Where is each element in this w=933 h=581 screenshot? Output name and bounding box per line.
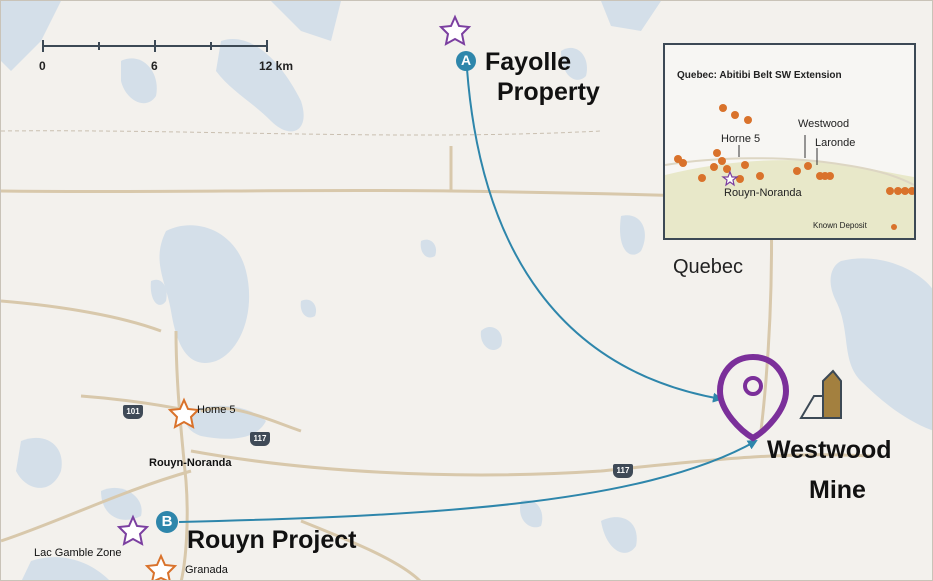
rouyn-project-label: Rouyn Project	[187, 526, 357, 554]
inset-title: Quebec: Abitibi Belt SW Extension	[677, 70, 842, 81]
rouyn-noranda-label: Rouyn-Noranda	[149, 457, 232, 469]
highway-shield-117-east: 117	[613, 464, 633, 478]
inset-label-laronde: Laronde	[815, 137, 856, 149]
deposit-star-icons	[144, 397, 201, 580]
project-star-icons	[116, 14, 472, 546]
home5-label: Home 5	[197, 404, 236, 416]
deposit-dot	[736, 175, 744, 183]
deposit-dot	[908, 187, 914, 195]
scale-label-0: 0	[39, 59, 46, 73]
star-icon	[721, 170, 739, 187]
marker-letter-b: B	[161, 513, 173, 530]
deposit-dot	[894, 187, 902, 195]
deposit-dot	[713, 149, 721, 157]
quebec-label: Quebec	[673, 256, 744, 278]
mine-headframe-icon	[799, 369, 842, 419]
deposit-dot	[719, 104, 727, 112]
inset-legend-label: Known Deposit	[813, 221, 867, 230]
deposit-dot	[718, 157, 726, 165]
scale-label-6: 6	[151, 59, 158, 73]
legend-deposit-dot	[891, 224, 897, 230]
inset-leader-lines	[738, 135, 818, 165]
inset-map-canvas	[665, 104, 914, 238]
highway-shield-117: 117	[250, 432, 270, 446]
marker-letter-a: A	[460, 52, 472, 68]
site-marker-b	[156, 511, 178, 533]
star-icon	[116, 514, 150, 546]
inset-map: Quebec: Abitibi Belt SW Extension Horne …	[663, 43, 916, 240]
deposit-dot	[741, 161, 749, 169]
deposit-dot	[744, 116, 752, 124]
deposit-dot	[756, 172, 764, 180]
route-arrow-fayolle	[466, 68, 723, 403]
star-icon	[167, 397, 201, 429]
fayolle-label-line1: Fayolle	[485, 48, 572, 76]
westwood-label-line2: Mine	[809, 476, 866, 504]
deposit-dot	[731, 111, 739, 119]
lac-gamble-label: Lac Gamble Zone	[34, 547, 122, 559]
deposit-dot	[804, 162, 812, 170]
scale-label-12: 12 km	[259, 59, 294, 73]
westwood-label-line1: Westwood	[767, 436, 892, 464]
inset-label-westwood: Westwood	[798, 118, 850, 130]
deposit-dots	[674, 104, 914, 230]
star-icon	[144, 553, 178, 580]
highway-shield-101: 101	[123, 405, 143, 419]
scale-bar	[42, 40, 268, 52]
granada-label: Granada	[185, 564, 228, 576]
deposit-dot	[793, 167, 801, 175]
star-icon	[438, 14, 472, 46]
site-marker-a	[456, 51, 476, 71]
deposit-dot	[886, 187, 894, 195]
inset-label-rouyn-noranda: Rouyn-Noranda	[724, 187, 802, 199]
fayolle-label-line2: Property	[497, 78, 600, 106]
deposit-dot	[698, 174, 706, 182]
deposit-dot	[901, 187, 909, 195]
deposit-dot	[826, 172, 834, 180]
deposit-dot	[710, 163, 718, 171]
location-pin-icon	[716, 353, 790, 442]
deposit-dot	[723, 165, 731, 173]
deposit-dot	[679, 159, 687, 167]
inset-label-horne5: Horne 5	[721, 133, 761, 145]
boundary-lines	[1, 130, 602, 136]
route-arrow-rouyn	[178, 440, 758, 523]
